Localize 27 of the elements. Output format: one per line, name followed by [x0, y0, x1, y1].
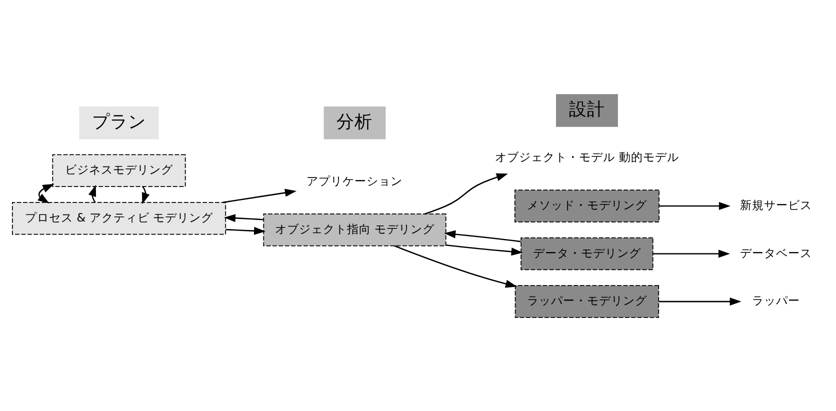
arrow [88, 184, 96, 202]
node-box: オブジェクト指向 モデリング [263, 213, 446, 246]
arrow [142, 186, 150, 204]
arrow [444, 230, 521, 242]
node-text: ラッパー [752, 293, 800, 308]
node-text: アプリケーション [306, 174, 403, 188]
arrow [394, 244, 518, 288]
node-box: プラン [79, 106, 159, 139]
node-box: ラッパー・モデリング [514, 284, 660, 318]
arrow [38, 183, 54, 203]
node-box: 分析 [324, 106, 386, 139]
node-text: データベース [740, 245, 812, 260]
node-box: データ・モデリング [520, 236, 654, 270]
arrow [424, 172, 508, 214]
arrow [658, 297, 742, 306]
node-box: 設計 [556, 94, 618, 126]
node-text: 新規サービス [740, 198, 812, 212]
node-box: ビジネスモデリング [52, 154, 186, 186]
arrow [222, 188, 296, 203]
arrow [653, 249, 730, 258]
arrow [446, 244, 523, 256]
node-text: オブジェクト・モデル 動的モデル [495, 150, 679, 164]
node-box: プロセス & アクティビ モデリング [12, 202, 226, 234]
arrow [224, 214, 264, 222]
arrow [659, 201, 730, 210]
node-box: メソッド・モデリング [514, 189, 660, 222]
arrow [226, 226, 266, 234]
